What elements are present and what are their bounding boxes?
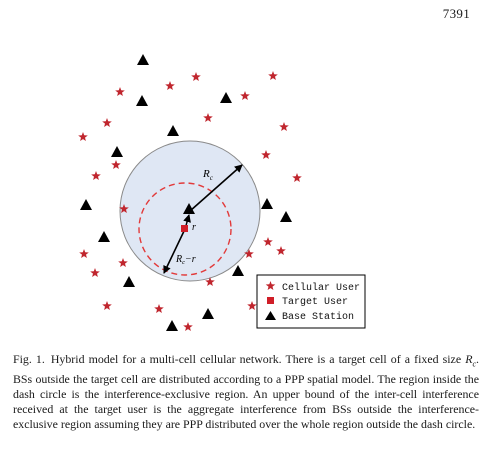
base-station-triangle xyxy=(137,54,149,65)
cellular-user-star xyxy=(240,91,250,100)
base-station-triangle xyxy=(80,199,92,210)
inner-radius-label: r xyxy=(192,222,196,233)
cell-radius-arrow xyxy=(189,164,243,212)
cellular-user-star xyxy=(292,173,302,182)
cellular-user-star xyxy=(154,304,164,313)
interference-exclusive-circle xyxy=(138,182,232,276)
cellular-user-star xyxy=(203,113,213,122)
svg-text:Base Station: Base Station xyxy=(282,311,354,323)
star-icon xyxy=(265,281,276,290)
cellular-user-star xyxy=(263,237,273,246)
cellular-user-star xyxy=(205,277,215,286)
legend-item-cellular-user: Cellular User xyxy=(265,281,360,294)
page-number: 7391 xyxy=(442,6,470,21)
legend-item-base-station: Base Station xyxy=(265,311,354,323)
cellular-user-star xyxy=(276,246,286,255)
cellular-user-star xyxy=(261,150,271,159)
base-station-triangle xyxy=(98,231,110,242)
cellular-user-star xyxy=(102,118,112,127)
cellular-user-star xyxy=(183,322,193,331)
base-station-triangle xyxy=(202,308,214,319)
cellular-user-star xyxy=(78,132,88,141)
exclusion-radius-arrow xyxy=(163,228,186,274)
base-station-triangle xyxy=(183,203,195,214)
cellular-user-star xyxy=(90,268,100,277)
cellular-user-star xyxy=(115,87,125,96)
square-icon xyxy=(267,297,274,304)
cellular-user-star xyxy=(165,81,175,90)
exclusion-radius-label: Rc−r xyxy=(175,254,196,266)
cellular-user-star xyxy=(119,204,129,213)
cellular-user-star xyxy=(118,258,128,267)
base-station-triangle xyxy=(111,146,123,157)
cellular-user-star xyxy=(244,249,254,258)
cellular-user-star xyxy=(279,122,289,131)
cellular-user-star xyxy=(191,72,201,81)
svg-text:Cellular User: Cellular User xyxy=(282,282,360,294)
cellular-user-star xyxy=(268,71,278,80)
base-station-triangle xyxy=(261,198,273,209)
base-station-triangle xyxy=(123,276,135,287)
base-station-triangle xyxy=(167,125,179,136)
cellular-user-star xyxy=(102,301,112,310)
svg-text:Target User: Target User xyxy=(282,297,348,308)
base-station-triangle xyxy=(166,320,178,331)
cellular-user-star xyxy=(247,301,257,310)
figure-caption: Fig. 1. Hybrid model for a multi-cell cel… xyxy=(13,352,479,431)
base-station-triangle xyxy=(232,265,244,276)
figure-hybrid-model: Rc r Rc−r Cellular User Target User Base… xyxy=(78,54,366,331)
base-station-triangle xyxy=(220,92,232,103)
figure-label: Fig. 1. xyxy=(13,352,45,366)
base-station-triangle xyxy=(136,95,148,106)
caption-rc-symbol: Rc xyxy=(465,352,477,369)
target-user-marker xyxy=(181,225,188,232)
triangle-icon xyxy=(265,311,276,320)
base-station-triangle xyxy=(280,211,292,222)
cellular-user-star xyxy=(91,171,101,180)
legend: Cellular User Target User Base Station xyxy=(256,274,366,329)
caption-text-part-2: . BSs outside the target cell are distri… xyxy=(13,352,479,431)
cell-radius-label: Rc xyxy=(202,168,214,182)
caption-text-part-1: Hybrid model for a multi-cell cellular n… xyxy=(50,352,466,366)
legend-item-target-user: Target User xyxy=(267,297,348,308)
cellular-user-star xyxy=(79,249,89,258)
cellular-user-star xyxy=(111,160,121,169)
